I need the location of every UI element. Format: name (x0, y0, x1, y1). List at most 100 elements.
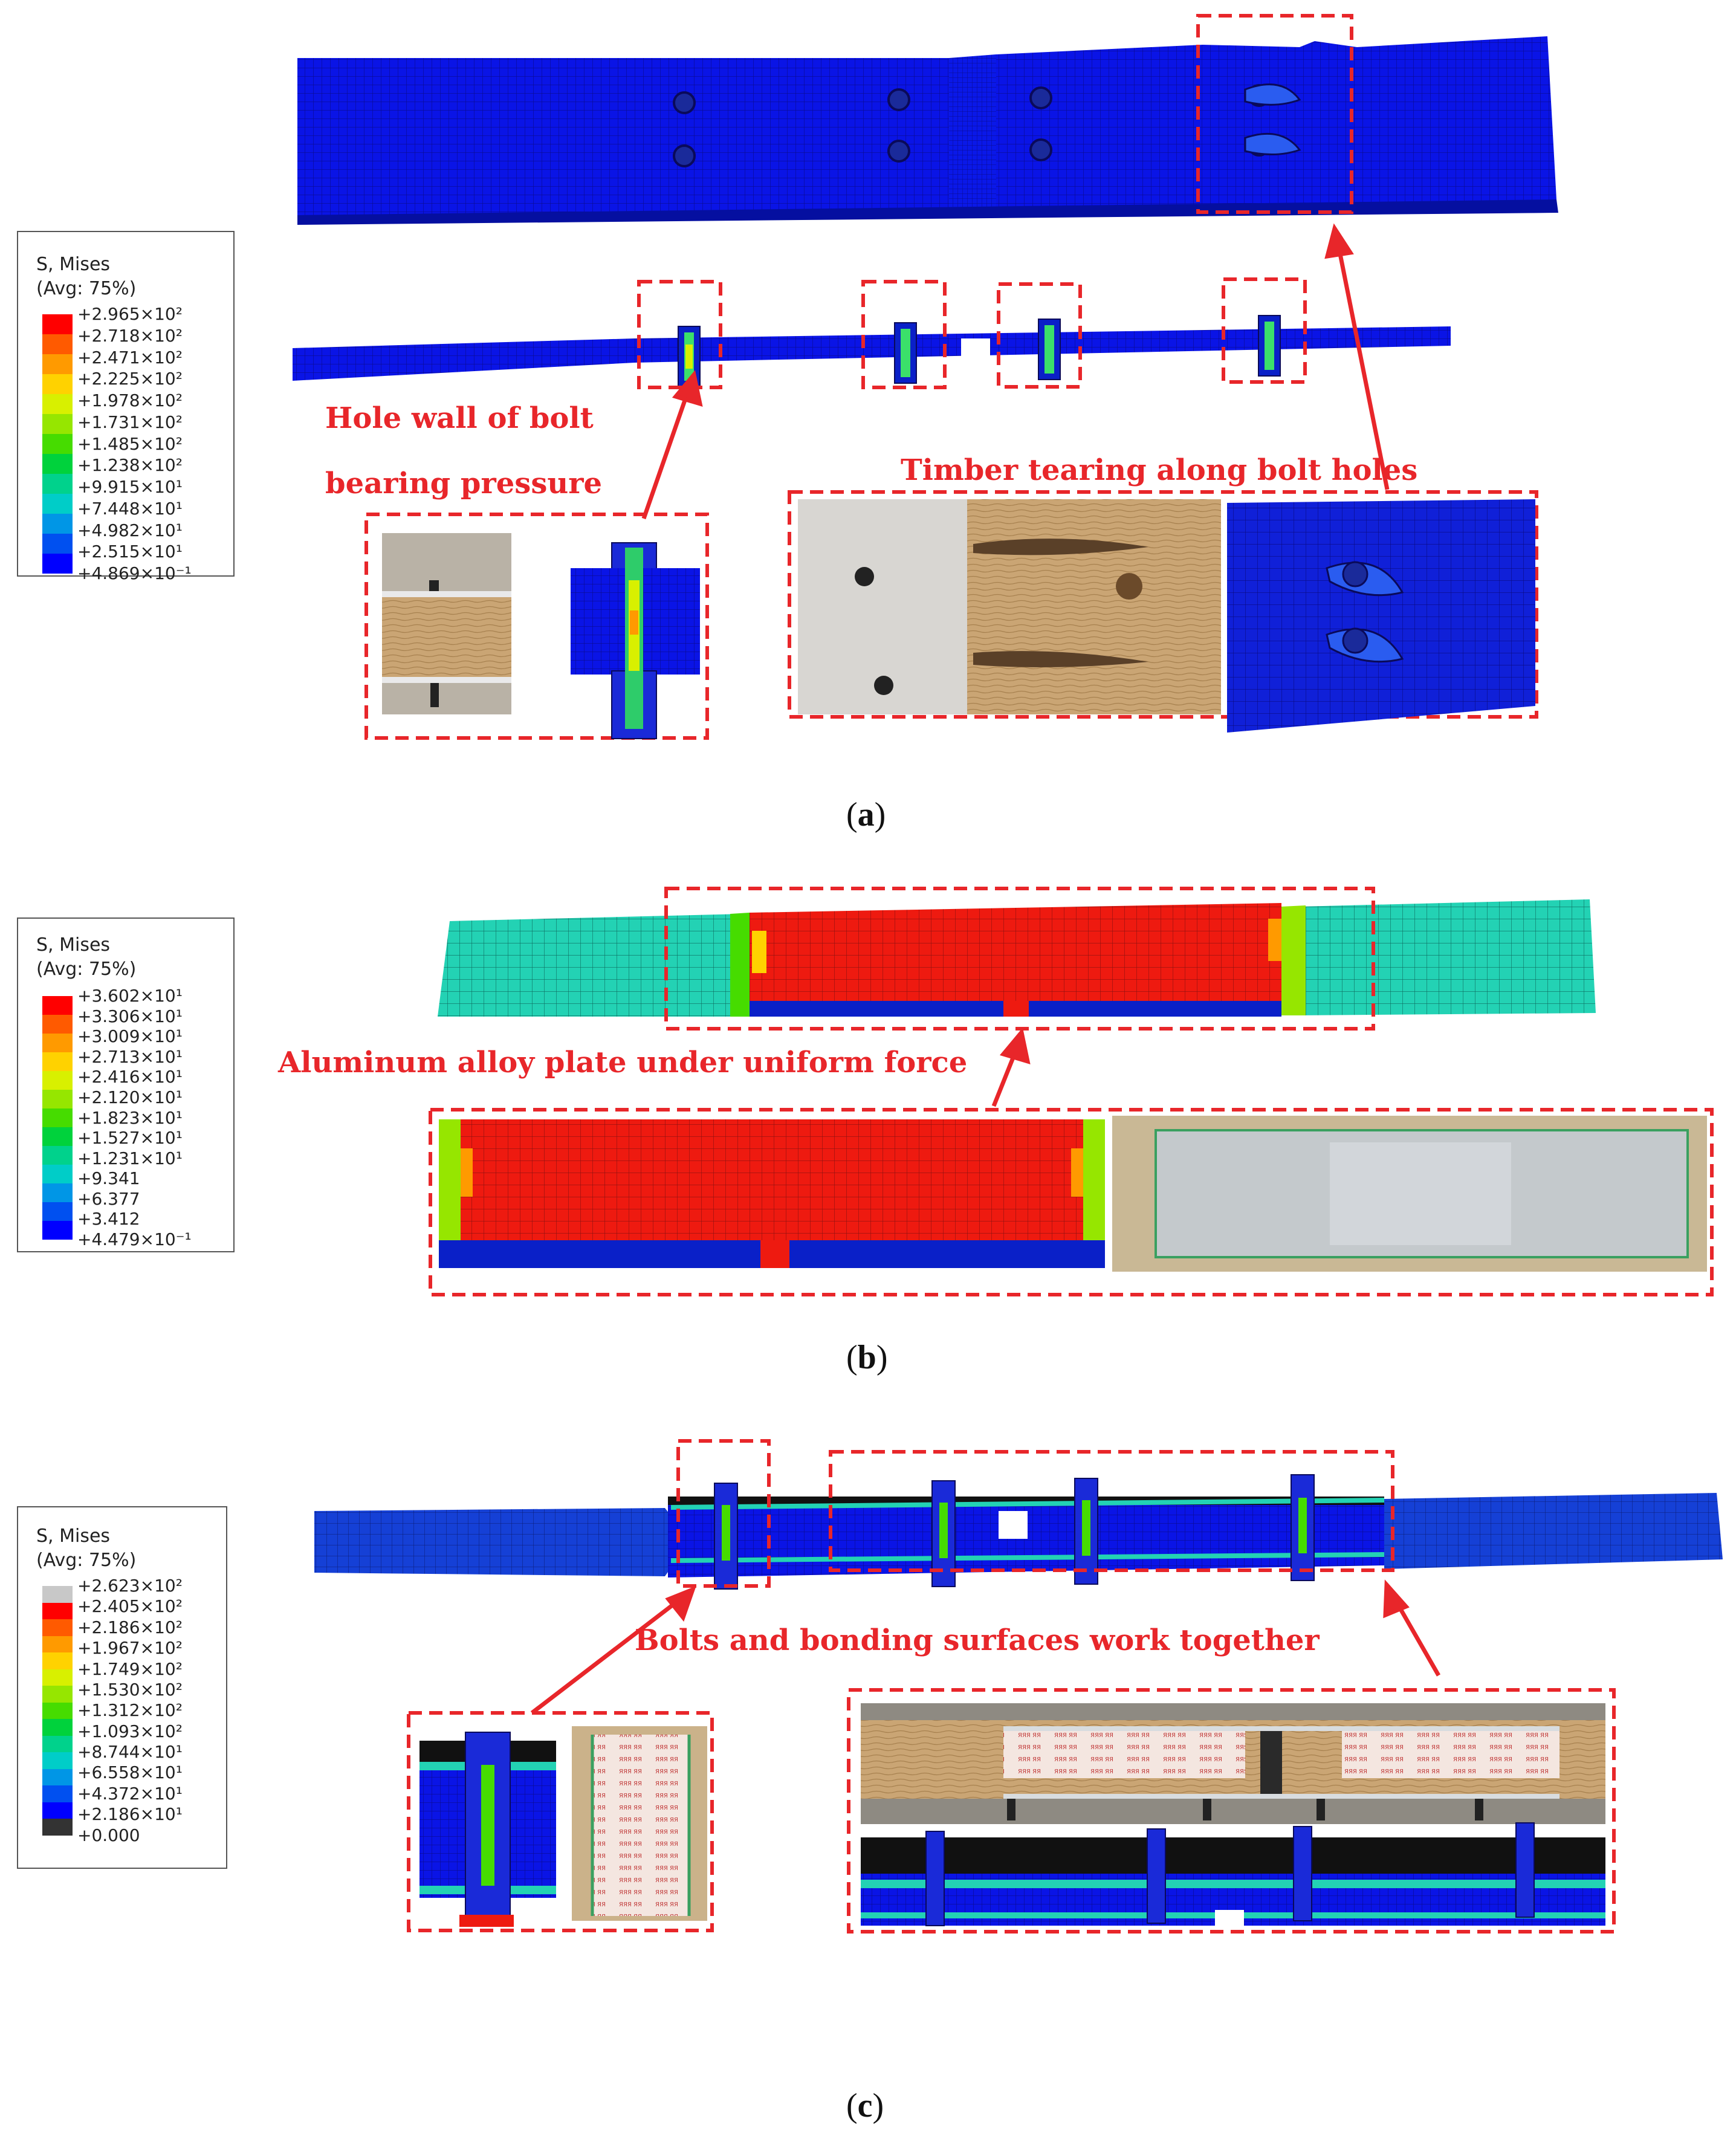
legend_b-value: +4.479×10⁻¹ (77, 1229, 192, 1249)
b-main-model (438, 899, 1596, 1017)
legend_b-swatch (42, 996, 73, 1015)
legend_c-swatch (42, 1768, 73, 1785)
c-inset-left-fem (419, 1732, 556, 1927)
legend_a-swatch (42, 374, 73, 394)
legend_a-swatch (42, 514, 73, 534)
legend_b-value: +3.009×10¹ (77, 1026, 183, 1047)
legend_a-value: +2.515×10¹ (77, 542, 183, 562)
legend-c-title: S, Mises (36, 1526, 111, 1547)
legend_c-value: +0.000 (77, 1825, 140, 1845)
a-side-bolt-4 (1258, 315, 1281, 377)
a-inset-right-photo (798, 499, 1221, 714)
legend_c-swatch (42, 1586, 73, 1603)
legend_c-value: +1.530×10² (77, 1679, 183, 1700)
legend_b-value: +3.602×10¹ (77, 986, 183, 1006)
legend_c-swatch (42, 1802, 73, 1819)
legend_a-value: +9.915×10¹ (77, 477, 183, 497)
legend_b-swatch (42, 1165, 73, 1183)
a-top-zoom-box (1196, 14, 1353, 214)
legend_a-swatch (42, 434, 73, 454)
legend_a-value: +1.485×10² (77, 433, 183, 454)
legend_a-value: +4.982×10¹ (77, 520, 183, 540)
a-side-zoom-boxes (637, 277, 1307, 389)
legend_c-swatch (42, 1669, 73, 1686)
annotation-work-together: Bolts and bonding surfaces work together (635, 1623, 1320, 1657)
a-side-bolt-1 (678, 326, 701, 387)
a-inset-right-box (788, 490, 1538, 719)
legend_b-value: +6.377 (77, 1188, 140, 1209)
b-arrow (991, 1027, 1031, 1107)
a-side-view (293, 315, 1451, 387)
legend_a-value: +4.869×10⁻¹ (77, 563, 192, 583)
legend_b-value: +3.412 (77, 1209, 140, 1229)
annotation-timber-tearing: Timber tearing along bolt holes (901, 453, 1418, 487)
legend_c-value: +2.623×10² (77, 1576, 183, 1596)
legend_c-value: +1.749×10² (77, 1658, 183, 1679)
legend_b-swatch (42, 1183, 73, 1202)
legend_b-swatch (42, 1127, 73, 1146)
legend_b-swatch (42, 1108, 73, 1127)
legend_a-swatch (42, 534, 73, 554)
legend_c-swatch (42, 1652, 73, 1669)
legend-b: S, Mises (Avg: 75%) +3.602×10¹+3.306×10¹… (17, 917, 235, 1252)
legend_c-value: +2.186×10² (77, 1617, 183, 1637)
legend_c-swatch (42, 1785, 73, 1802)
legend_c-value: +1.312×10² (77, 1700, 183, 1721)
legend_b-swatch (42, 1052, 73, 1071)
a-inset-left-box (364, 513, 709, 740)
legend_a-swatch (42, 414, 73, 434)
caption-b-letter: b (857, 1339, 876, 1376)
b-inset-fem (439, 1119, 1105, 1268)
a-side-bolt-3 (1038, 319, 1061, 380)
legend_a-value: +1.731×10² (77, 412, 183, 432)
legend_b-swatch (42, 1202, 73, 1221)
legend-b-title: S, Mises (36, 934, 111, 956)
legend_b-value: +1.823×10¹ (77, 1107, 183, 1128)
legend_b-value: +1.231×10¹ (77, 1148, 183, 1168)
c-inset-right-box (847, 1688, 1616, 1934)
legend_c-value: +2.186×10¹ (77, 1804, 183, 1825)
legend_a-swatch (42, 454, 73, 474)
legend_a-value: +7.448×10¹ (77, 498, 183, 519)
legend_a-value: +2.965×10² (77, 304, 183, 324)
legend_b-swatch (42, 1090, 73, 1108)
c-inset-left-photo (572, 1726, 707, 1921)
legend_a-value: +2.718×10² (77, 325, 183, 346)
a-inset-left-photo (382, 533, 511, 714)
legend_a-value: +2.471×10² (77, 347, 183, 367)
legend_b-swatch (42, 1071, 73, 1090)
legend_c-value: +6.558×10¹ (77, 1762, 183, 1783)
legend_c-value: +1.967×10² (77, 1638, 183, 1658)
legend_c-swatch (42, 1619, 73, 1636)
a-side-bolt-2 (894, 322, 917, 384)
legend_b-value: +2.120×10¹ (77, 1087, 183, 1107)
legend_c-value: +2.405×10² (77, 1596, 183, 1617)
legend-c: S, Mises (Avg: 75%) +2.623×10²+2.405×10²… (17, 1506, 227, 1869)
legend_b-value: +2.416×10¹ (77, 1067, 183, 1087)
legend-c-avg: (Avg: 75%) (36, 1550, 137, 1571)
legend_b-swatch (42, 1221, 73, 1240)
legend_b-swatch (42, 1034, 73, 1052)
caption-b: (b) (846, 1339, 888, 1376)
annotation-hole-wall-line1: Hole wall of bolt (325, 401, 594, 435)
c-zoom-boxes (676, 1439, 1394, 1588)
caption-c: (c) (846, 2087, 884, 2124)
legend_a-swatch (42, 394, 73, 414)
legend_a-swatch (42, 474, 73, 494)
b-inset-photo (1112, 1116, 1707, 1272)
c-inset-right-photo (861, 1703, 1605, 1824)
caption-a: (a) (846, 796, 886, 833)
legend_a-swatch (42, 314, 73, 334)
annotation-hole-wall-line2: bearing pressure (325, 467, 603, 500)
legend_a-value: +1.978×10² (77, 390, 183, 410)
legend_c-swatch (42, 1602, 73, 1619)
legend_b-value: +3.306×10¹ (77, 1006, 183, 1026)
a-inset-left-fem (571, 542, 700, 739)
legend_c-swatch (42, 1702, 73, 1719)
c-main-model (314, 1474, 1723, 1590)
c-arrows (530, 1579, 1441, 1715)
b-zoom-box (664, 887, 1375, 1031)
legend_b-value: +9.341 (77, 1168, 140, 1189)
a-top-plate (297, 36, 1558, 225)
b-inset-box (429, 1108, 1714, 1296)
